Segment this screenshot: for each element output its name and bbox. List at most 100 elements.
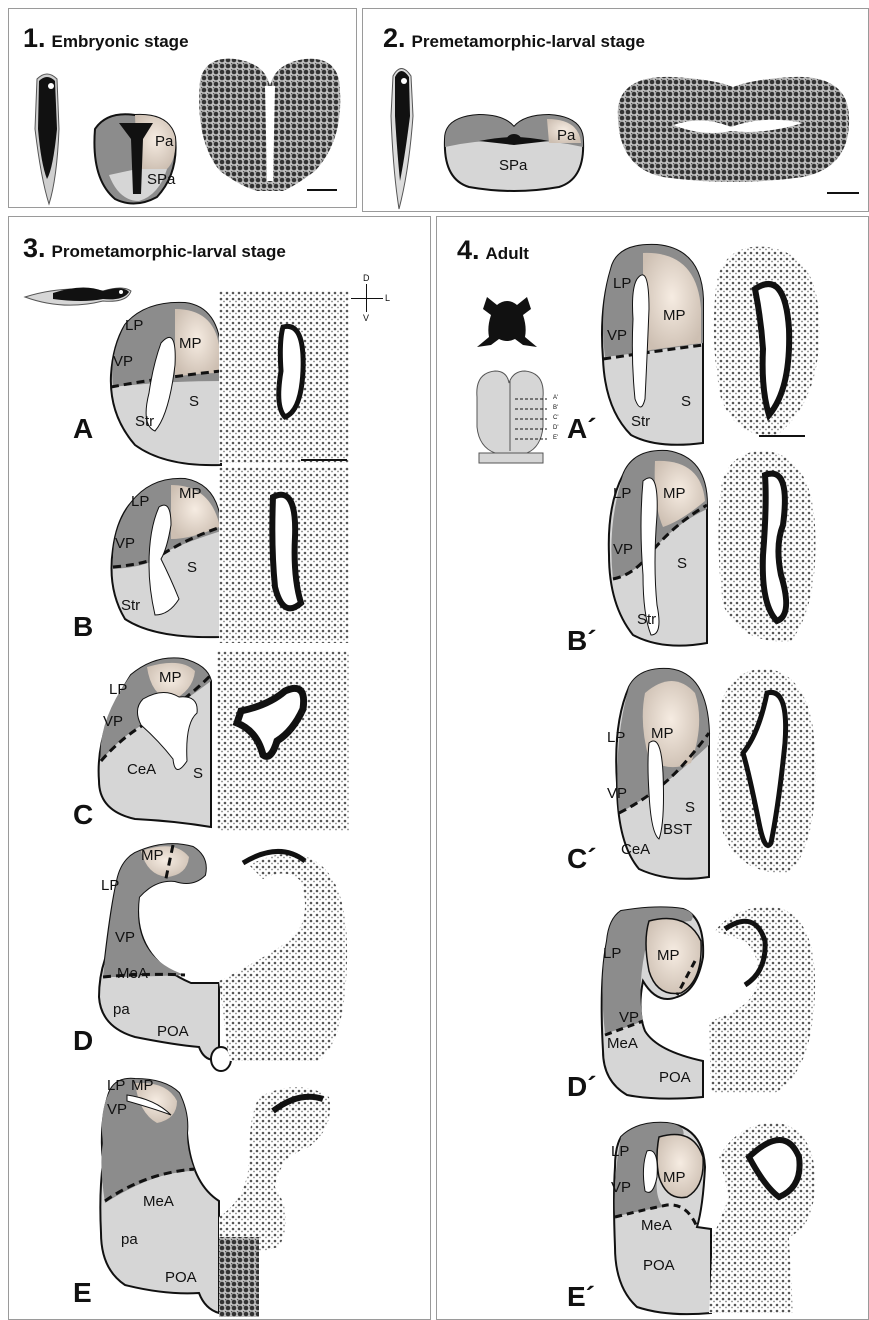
section-e-prime-label-mea: MeA	[641, 1217, 672, 1234]
panel-prometamorphic: 3.Prometamorphic-larval stage D V M L A …	[8, 216, 431, 1320]
section-c-label-mp: MP	[159, 669, 182, 686]
section-b-prime-label-str: Str	[637, 611, 656, 628]
section-d-prime-schematic	[597, 901, 717, 1101]
section-a-label-str: Str	[135, 413, 154, 430]
section-e-label-lp: LP	[107, 1077, 125, 1094]
section-a-prime-label-s: S	[681, 393, 691, 410]
section-a-prime-label-mp: MP	[663, 307, 686, 324]
scale-bar	[759, 435, 805, 437]
panel-premetamorphic: 2. Premetamorphic-larval stage Pa SPa	[362, 8, 869, 212]
section-b-prime-label-s: S	[677, 555, 687, 572]
panel-3-number: 3.	[23, 233, 46, 263]
section-e-label-mea: MeA	[143, 1193, 174, 1210]
section-d-prime-label-mea: MeA	[607, 1035, 638, 1052]
panel-adult: 4.Adult A' B' C' D' E' A´ LP MP VP S Str…	[436, 216, 869, 1320]
panel-embryonic: 1.Embryonic stage Pa SPa	[8, 8, 357, 208]
panel-3-title: Prometamorphic-larval stage	[52, 242, 286, 261]
section-a-label-vp: VP	[113, 353, 133, 370]
section-c-prime-label-mp: MP	[651, 725, 674, 742]
section-e-prime-label-mp: MP	[663, 1169, 686, 1186]
embryo-silhouette	[27, 69, 67, 209]
section-c-label-s: S	[193, 765, 203, 782]
panel-1-title: Embryonic stage	[52, 32, 189, 51]
tadpole-label-pallium: Pa	[557, 127, 575, 144]
tadpole-micrograph	[613, 67, 853, 187]
row-letter-a: A	[73, 413, 93, 445]
section-e-prime-label-poa: POA	[643, 1257, 675, 1274]
panel-2-number: 2.	[383, 23, 406, 53]
section-b-prime-label-lp: LP	[613, 485, 631, 502]
section-a-label-lp: LP	[125, 317, 143, 334]
section-c-prime-label-lp: LP	[607, 729, 625, 746]
section-e-label-pa: pa	[121, 1231, 138, 1248]
section-b-micrograph	[219, 467, 349, 643]
panel-4-heading: 4.Adult	[457, 235, 529, 266]
panel-3-heading: 3. Prometamorphic-larval stage	[23, 233, 286, 264]
section-b-label-mp: MP	[179, 485, 202, 502]
row-letter-e: E	[73, 1277, 92, 1309]
section-d-prime-label-lp: LP	[603, 945, 621, 962]
compass-lateral: L	[385, 293, 390, 303]
section-a-micrograph	[219, 291, 349, 463]
section-a-prime-micrograph	[707, 239, 827, 439]
section-e-prime-label-lp: LP	[611, 1143, 629, 1160]
row-letter-c: C	[73, 799, 93, 831]
section-b-label-lp: LP	[131, 493, 149, 510]
section-b-prime-label-mp: MP	[663, 485, 686, 502]
embryo-label-subpallium: SPa	[147, 171, 175, 188]
section-d-label-poa: POA	[157, 1023, 189, 1040]
section-b-label-s: S	[187, 559, 197, 576]
section-b-label-str: Str	[121, 597, 140, 614]
section-c-prime-label-cea: CeA	[621, 841, 650, 858]
embryo-micrograph	[195, 51, 345, 201]
tadpole-label-subpallium: SPa	[499, 157, 527, 174]
panel-1-heading: 1. Embryonic stage	[23, 23, 189, 54]
compass-ventral: V	[363, 313, 369, 323]
section-e-label-poa: POA	[165, 1269, 197, 1286]
section-d-label-vp: VP	[115, 929, 135, 946]
section-a-label-s: S	[189, 393, 199, 410]
section-d-micrograph	[219, 841, 349, 1063]
panel-2-title: Premetamorphic-larval stage	[412, 32, 645, 51]
row-letter-b-prime: B´	[567, 625, 597, 657]
panel-1-number: 1.	[23, 23, 46, 53]
tadpole-section-schematic	[439, 109, 589, 193]
brain-level-e: E'	[553, 433, 558, 443]
section-c-label-lp: LP	[109, 681, 127, 698]
section-c-label-vp: VP	[103, 713, 123, 730]
row-letter-e-prime: E´	[567, 1281, 595, 1313]
brain-level-a: A'	[553, 393, 558, 403]
section-b-schematic	[105, 469, 225, 641]
section-b-prime-micrograph	[711, 445, 821, 645]
brain-level-b: B'	[553, 403, 558, 413]
section-d-prime-label-vp: VP	[619, 1009, 639, 1026]
section-a-prime-label-str: Str	[631, 413, 650, 430]
section-b-label-vp: VP	[115, 535, 135, 552]
section-d-label-mea: MeA	[117, 965, 148, 982]
compass-dorsal: D	[363, 273, 370, 283]
brain-level-c: C'	[553, 413, 558, 423]
panel-2-heading: 2. Premetamorphic-larval stage	[383, 23, 645, 54]
row-letter-a-prime: A´	[567, 413, 597, 445]
section-a-prime-label-vp: VP	[607, 327, 627, 344]
tadpole-silhouette	[385, 61, 417, 211]
row-letter-b: B	[73, 611, 93, 643]
panel-4-number: 4.	[457, 235, 480, 265]
scale-bar	[827, 192, 859, 194]
adult-brain-dorsal-diagram	[467, 367, 557, 467]
section-a-prime-label-lp: LP	[613, 275, 631, 292]
row-letter-d-prime: D´	[567, 1071, 597, 1103]
section-c-micrograph	[217, 651, 349, 831]
section-d-label-pa: pa	[113, 1001, 130, 1018]
section-d-prime-label-poa: POA	[659, 1069, 691, 1086]
section-e-label-mp: MP	[131, 1077, 154, 1094]
brain-level-labels: A' B' C' D' E'	[553, 393, 558, 443]
section-c-prime-label-vp: VP	[607, 785, 627, 802]
section-e-label-vp: VP	[107, 1101, 127, 1118]
row-letter-d: D	[73, 1025, 93, 1057]
embryo-section-schematic	[87, 109, 182, 209]
section-a-prime-schematic	[597, 239, 709, 449]
section-d-label-mp: MP	[141, 847, 164, 864]
section-e-prime-micrograph	[709, 1117, 821, 1313]
section-d-label-lp: LP	[101, 877, 119, 894]
